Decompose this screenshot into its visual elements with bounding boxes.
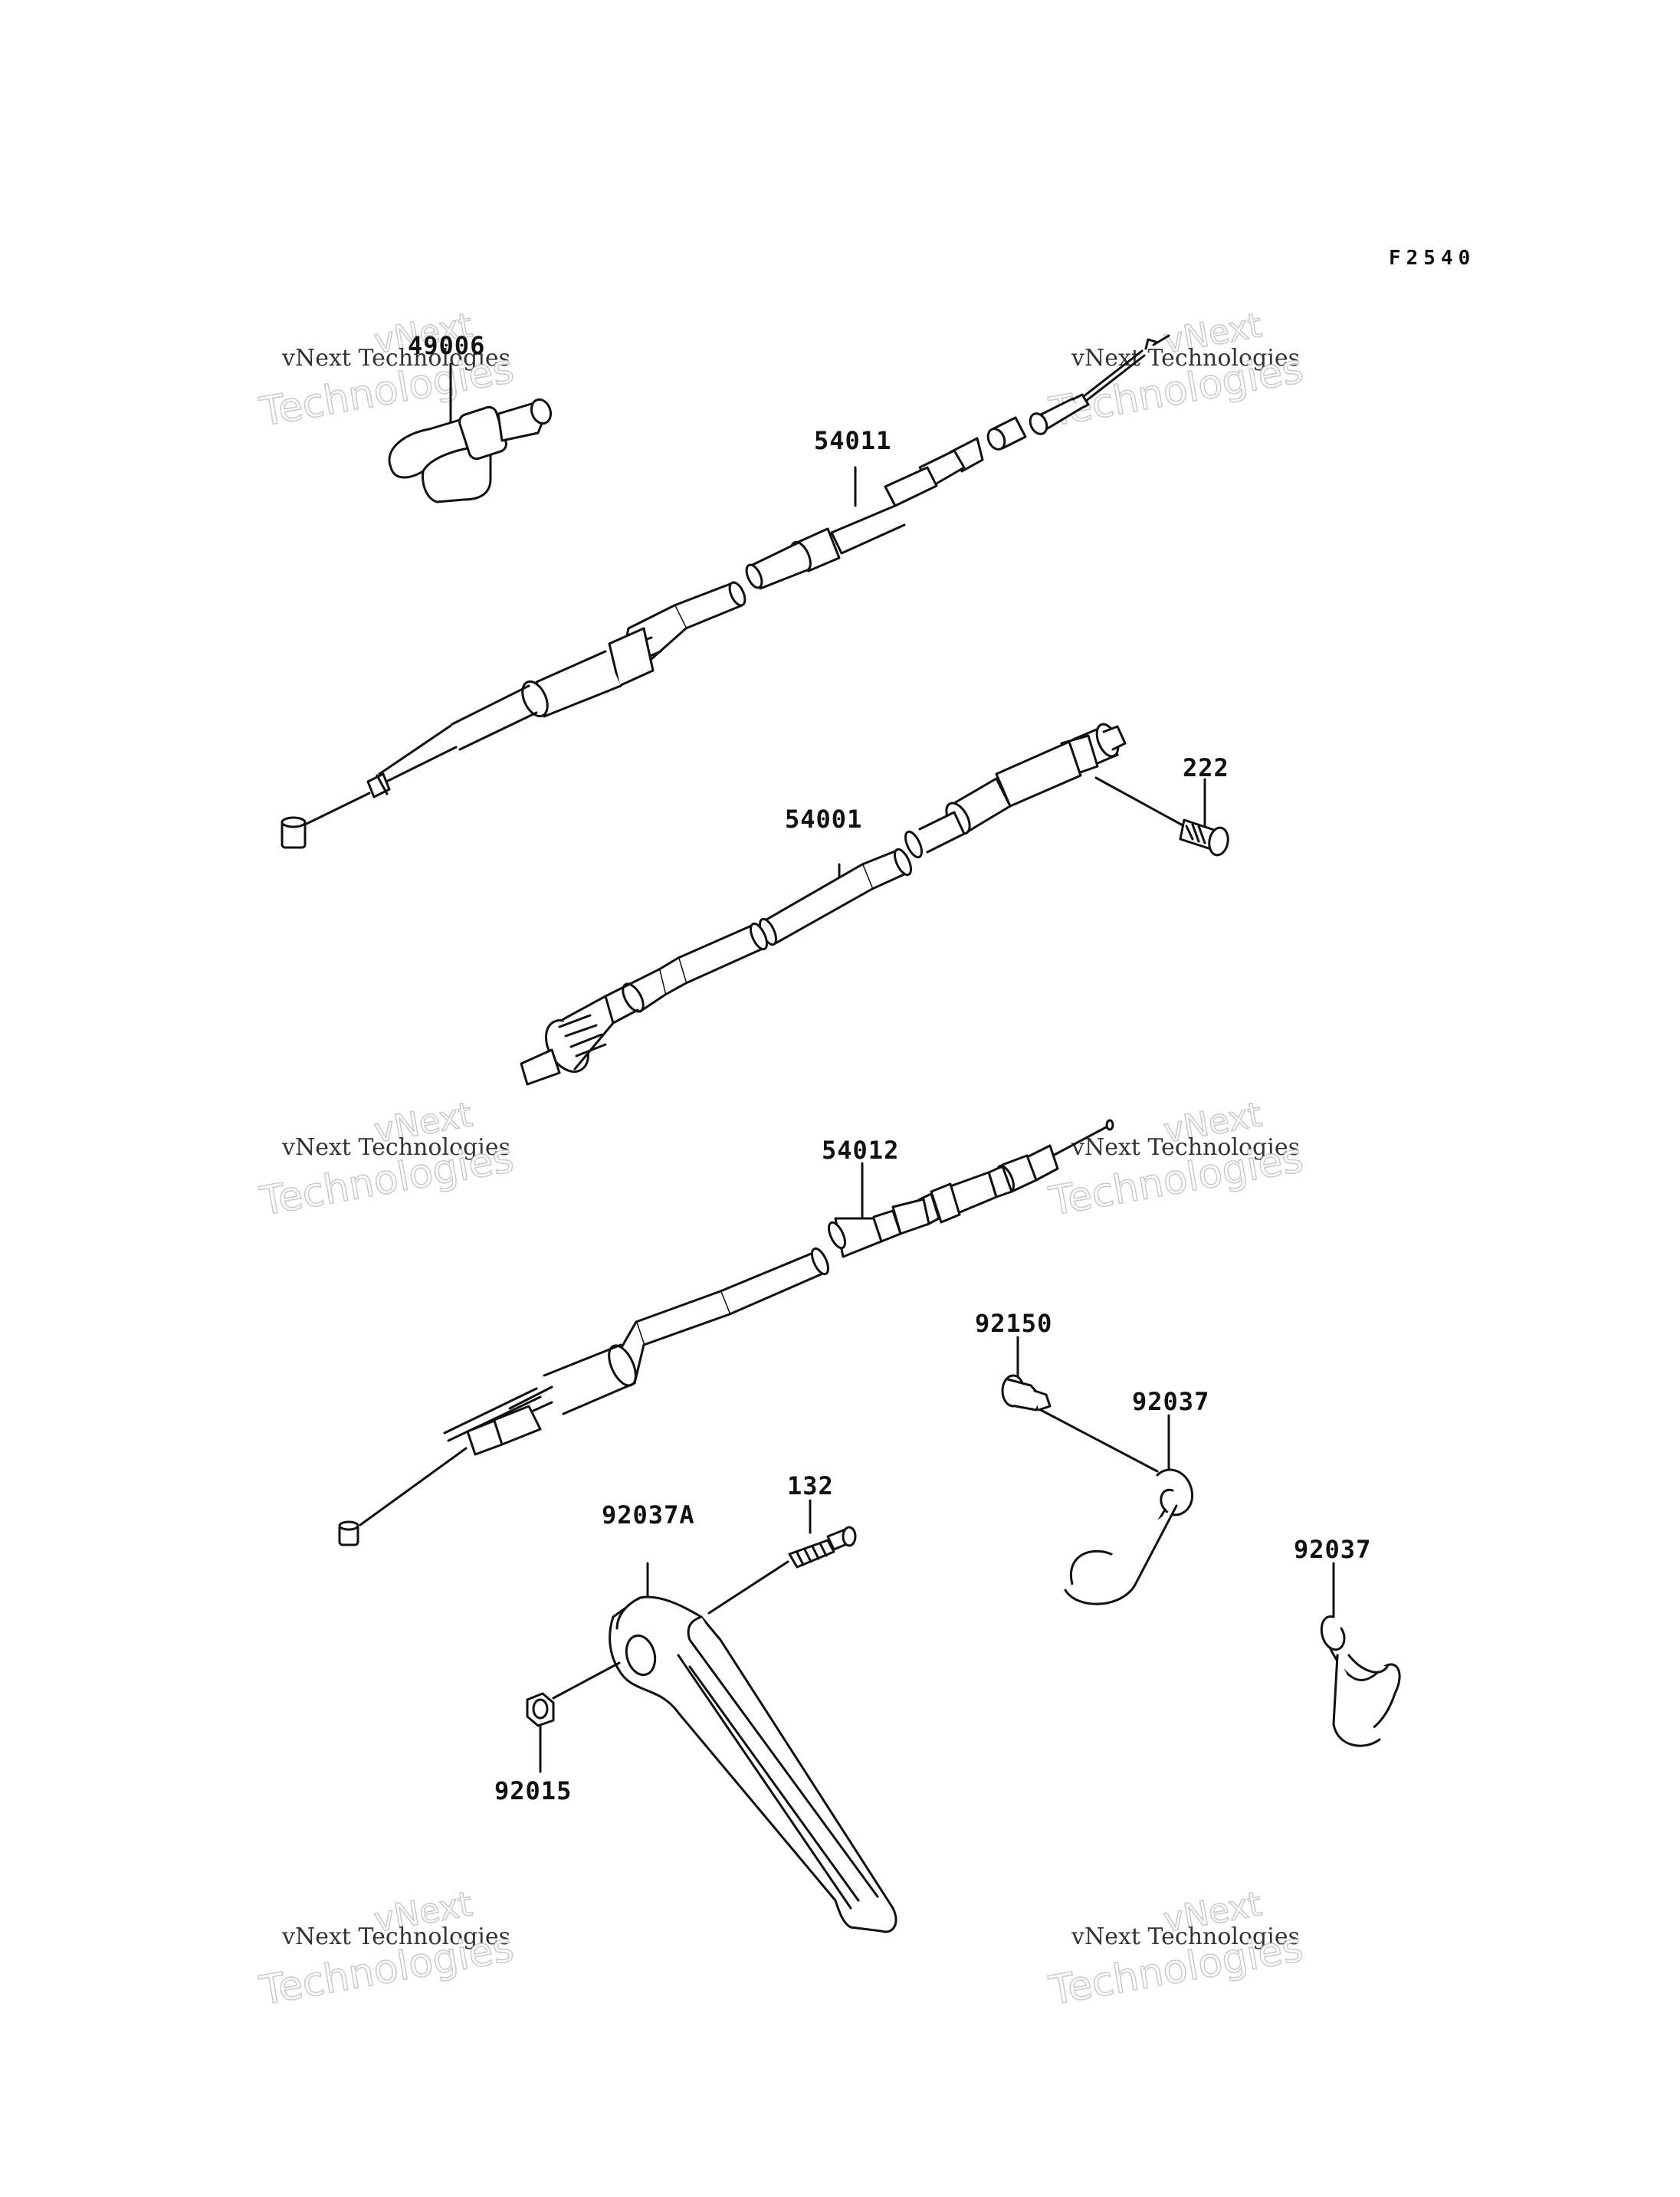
part-number-54011: 54011 (814, 426, 892, 455)
part-54011-cable (281, 334, 1170, 849)
part-number-132: 132 (787, 1471, 834, 1500)
watermark-line2: vNext Technologies (1071, 1923, 1301, 1950)
part-number-92037A: 92037A (602, 1500, 695, 1530)
part-222-screw (1094, 776, 1229, 857)
part-number-92037: 92037 (1132, 1387, 1210, 1416)
part-92037-clamp (1064, 1414, 1193, 1605)
part-49006-boot (388, 362, 553, 503)
part-132-bolt (707, 1499, 857, 1615)
watermark: vNext vNext Technologies Technologies (257, 305, 635, 467)
part-92015-nut (526, 1692, 555, 1773)
figure-code: F2540 (1389, 247, 1476, 270)
watermark-line2: vNext Technologies (282, 1134, 511, 1161)
part-54012-cable (338, 1119, 1114, 1546)
part-number-49006: 49006 (408, 331, 486, 360)
watermark: vNext vNext Technologies Technologies (257, 1094, 635, 1257)
watermark: vNext vNext Technologies Technologies (1046, 1094, 1424, 1257)
part-number-92150: 92150 (975, 1309, 1053, 1338)
part-number-92037-2: 92037 (1294, 1535, 1372, 1564)
watermark: vNext vNext Technologies Technologies (1046, 1884, 1424, 2046)
watermark-line2: vNext Technologies (282, 1923, 511, 1950)
watermark-line2: vNext Technologies (1071, 345, 1301, 372)
part-number-222: 222 (1183, 753, 1229, 782)
watermark: vNext vNext Technologies Technologies (257, 1884, 635, 2046)
part-number-92015: 92015 (494, 1776, 573, 1805)
part-92150-bolt (1001, 1336, 1159, 1473)
part-number-54012: 54012 (822, 1136, 900, 1165)
part-number-54001: 54001 (785, 805, 863, 834)
watermark: vNext vNext Technologies Technologies (1046, 305, 1424, 467)
watermark-line2: vNext Technologies (282, 345, 511, 372)
watermark-line2: vNext Technologies (1071, 1134, 1301, 1161)
part-54001-cable (520, 723, 1127, 1086)
part-92037-clamp-2 (1320, 1562, 1401, 1747)
part-92037A-guide (552, 1562, 897, 1933)
